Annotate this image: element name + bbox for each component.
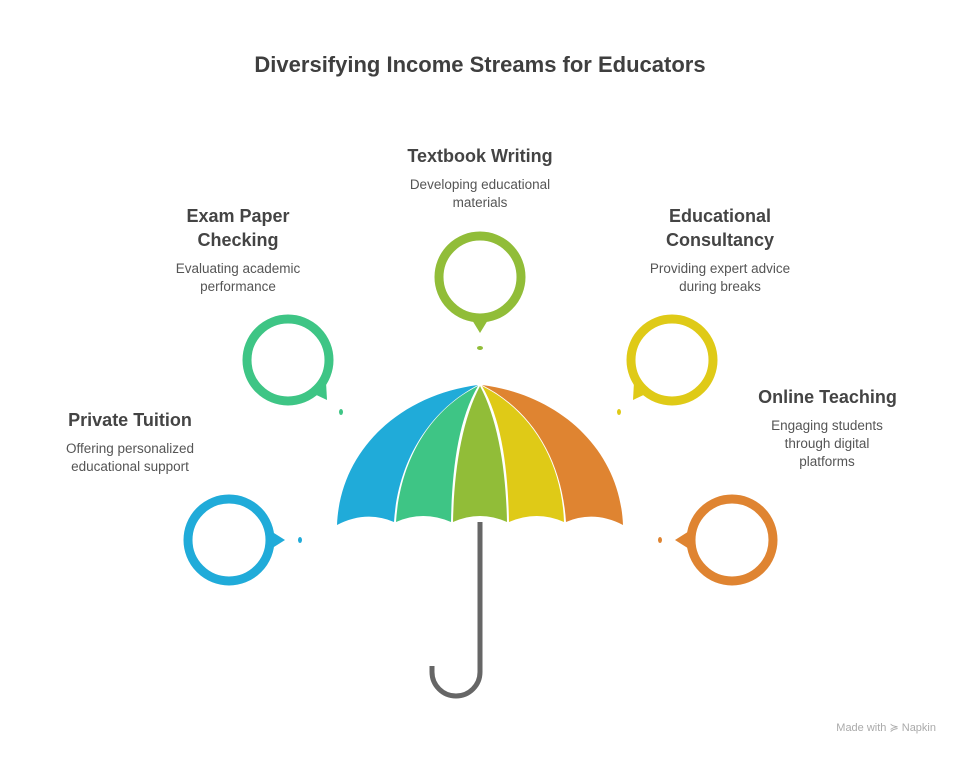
umbrella-canopy <box>337 385 623 525</box>
item-desc: Engaging students through digital platfo… <box>771 418 883 469</box>
item-title: Online Teaching <box>758 387 897 407</box>
connector-dot <box>617 409 621 415</box>
label-textbook-writing: Textbook Writing Developing educational … <box>390 144 570 212</box>
diagram-title: Diversifying Income Streams for Educator… <box>254 52 706 77</box>
item-desc: Providing expert advice during breaks <box>649 261 791 294</box>
canopy-segment-1 <box>337 385 478 525</box>
bubble-exam-paper-checking <box>242 314 343 415</box>
umbrella-handle <box>429 522 483 699</box>
item-title: Private Tuition <box>68 410 192 430</box>
item-title: Exam Paper Checking <box>186 206 290 250</box>
bubble-online-teaching <box>658 494 778 586</box>
label-exam-paper-checking: Exam Paper Checking Evaluating academic … <box>158 204 318 296</box>
item-desc: Evaluating academic performance <box>175 261 301 294</box>
item-title: Textbook Writing <box>407 146 553 166</box>
item-desc: Developing educational materials <box>409 177 551 210</box>
canopy-segment-3 <box>453 386 507 522</box>
label-private-tuition: Private Tuition Offering personalized ed… <box>40 408 220 476</box>
connector-dot <box>658 537 662 543</box>
napkin-watermark: Made with ≽ Napkin <box>836 722 936 734</box>
connector-dot <box>477 346 483 350</box>
bubble-textbook-writing <box>434 231 526 350</box>
canopy-segment-4 <box>482 386 564 522</box>
item-desc: Offering personalized educational suppor… <box>65 441 195 474</box>
bubble-educational-consultancy <box>617 314 718 415</box>
connector-dot <box>339 409 343 415</box>
canopy-segment-5 <box>482 385 623 525</box>
label-online-teaching: Online Teaching Engaging students throug… <box>740 385 915 471</box>
item-title: Educational Consultancy <box>665 206 775 250</box>
connector-dot <box>298 537 302 543</box>
label-educational-consultancy: Educational Consultancy Providing expert… <box>630 204 810 296</box>
canopy-segment-2 <box>396 386 478 522</box>
bubble-private-tuition <box>183 494 302 586</box>
